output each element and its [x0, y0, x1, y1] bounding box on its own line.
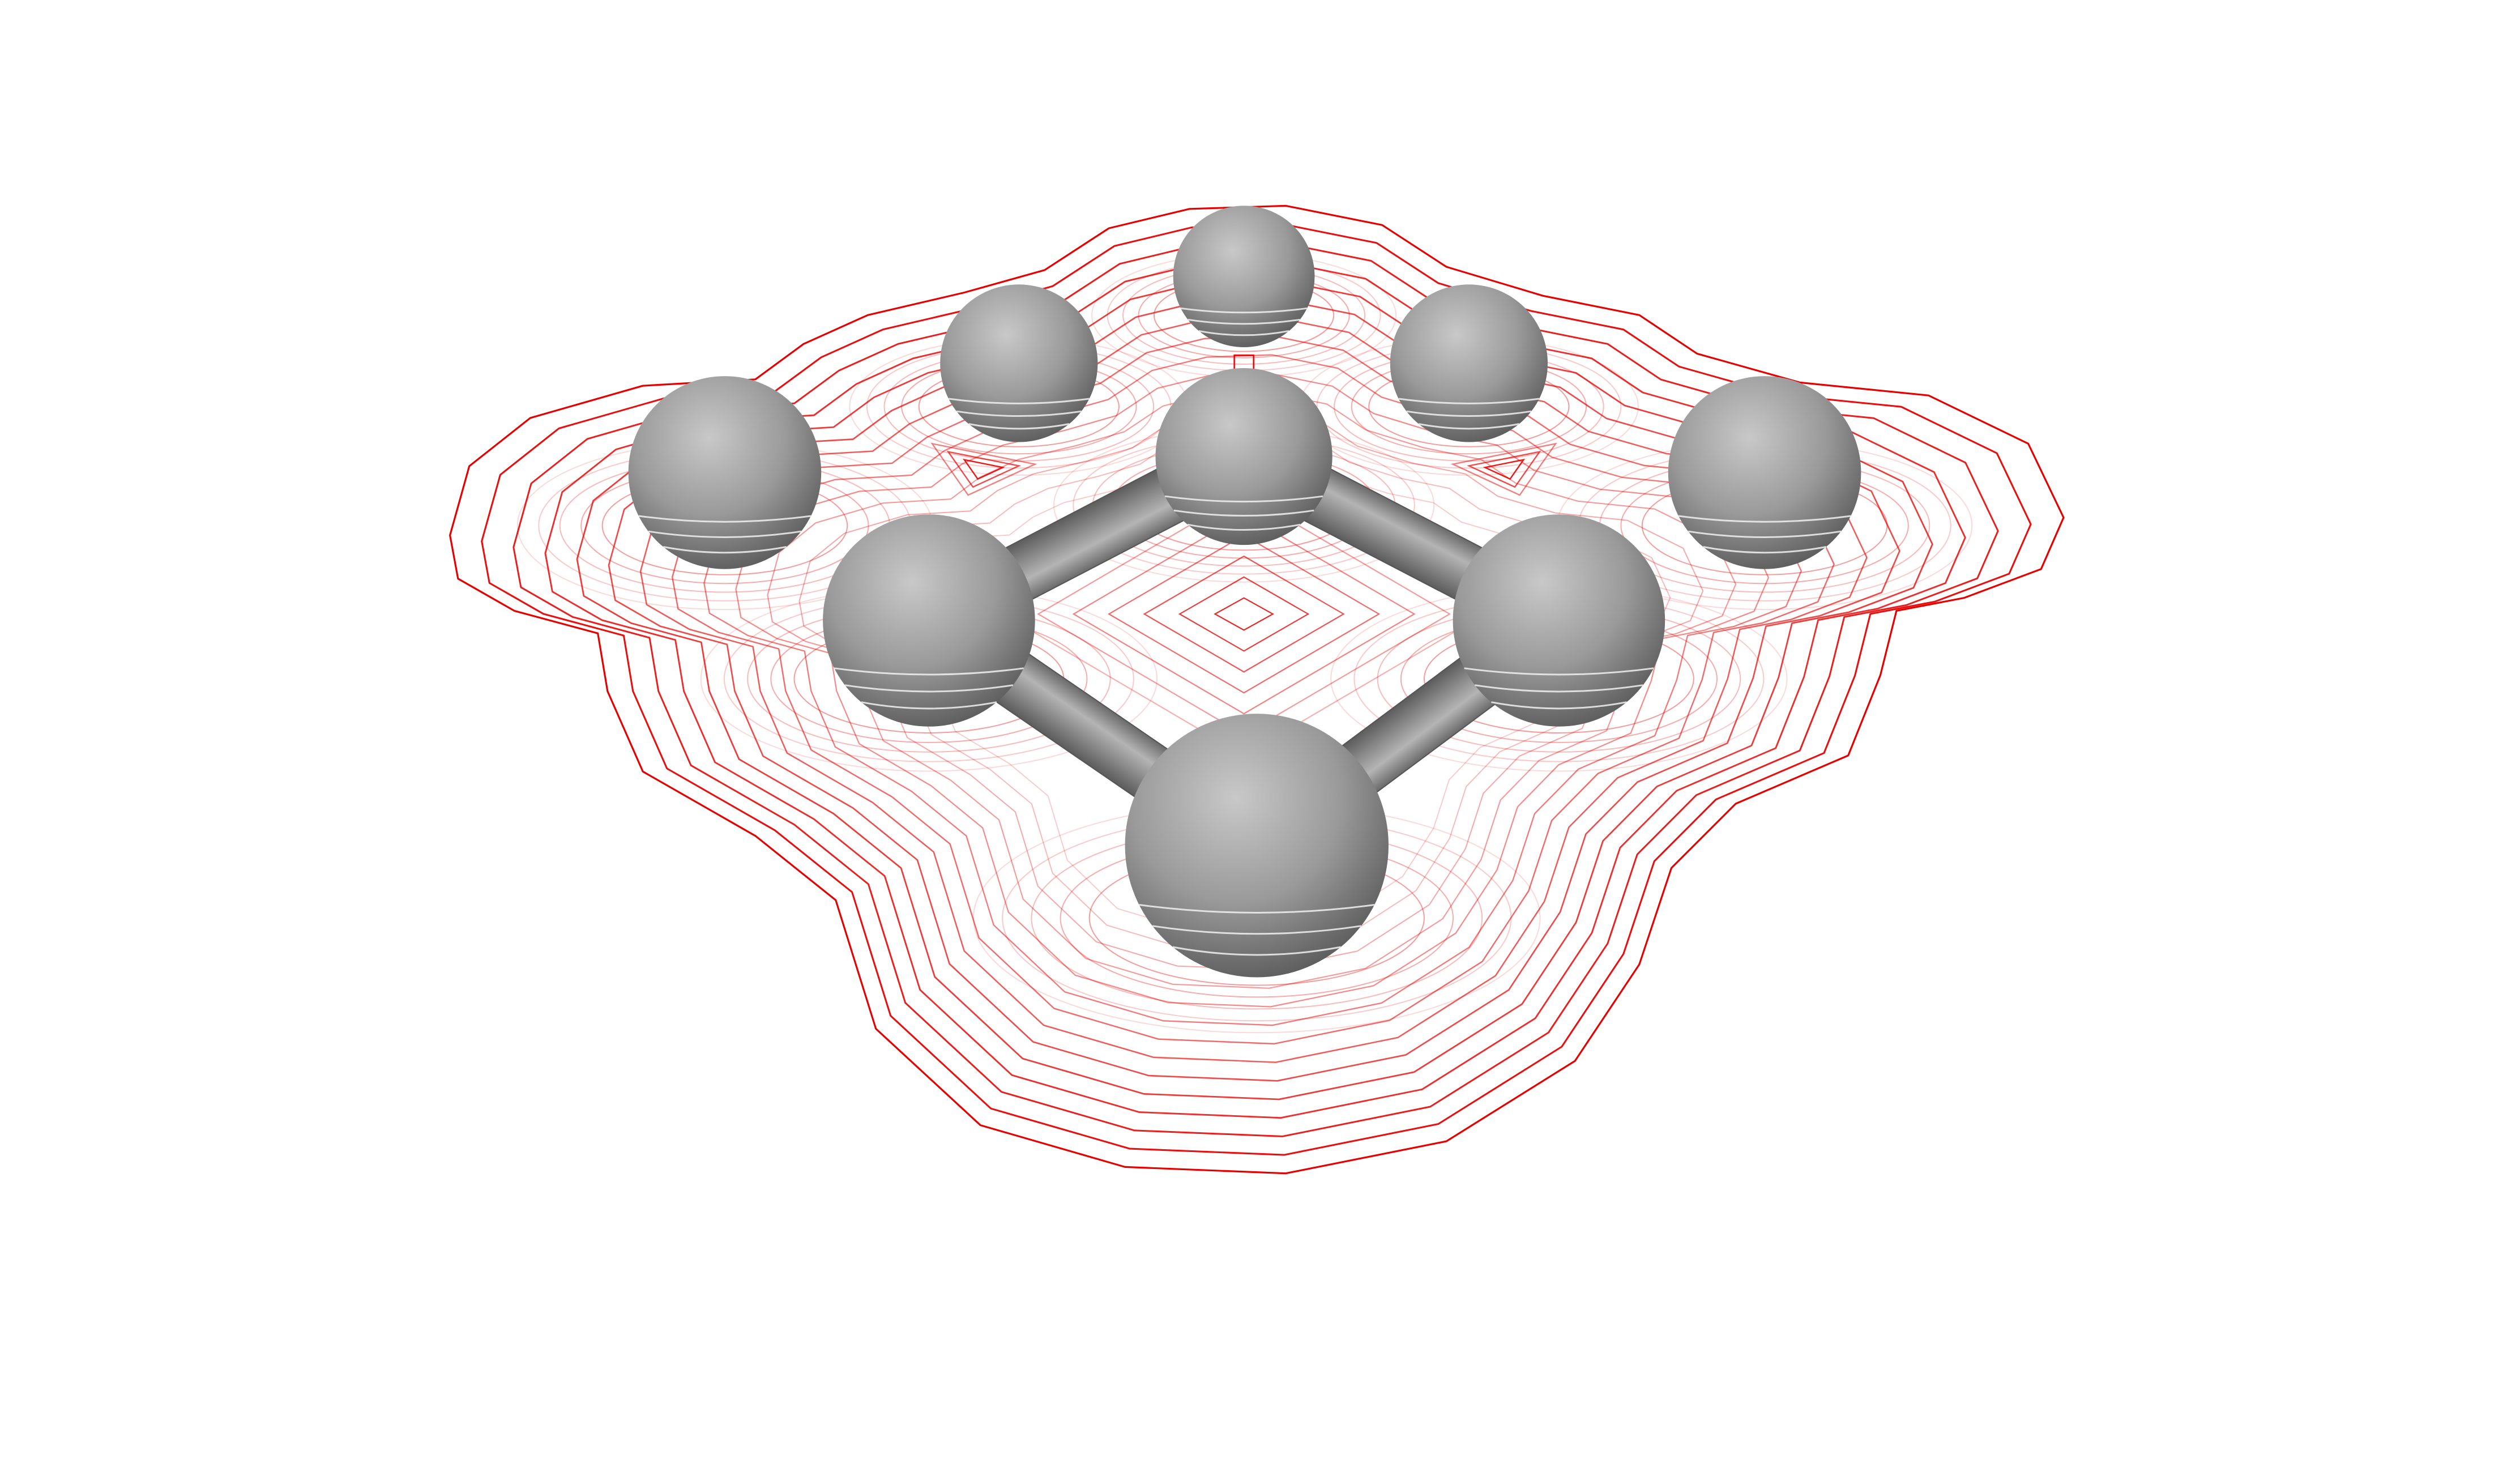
atom-contour-band: [1173, 509, 1314, 517]
inner-contour-diamond: [1214, 597, 1274, 631]
atom-sphere: [940, 284, 1098, 442]
contour-line: [735, 373, 1770, 1008]
inner-contour-diamond: [1072, 513, 1416, 715]
atom-contour-band: [1172, 946, 1342, 956]
atom-ring-left: [823, 514, 1035, 727]
atom-contour-band: [663, 546, 787, 554]
atom-sphere: [1173, 206, 1315, 347]
atom-top: [1173, 206, 1315, 347]
atom-sphere: [628, 376, 822, 569]
inner-contour-diamond: [1143, 555, 1345, 673]
atom-contour-band: [1188, 318, 1300, 325]
atom-contour-band: [861, 701, 997, 710]
atom-contour-band: [1152, 925, 1361, 935]
inner-contour-pocket: [1450, 442, 1557, 496]
atom-contour-band: [1688, 530, 1842, 538]
atom-far-right: [1668, 376, 1861, 569]
atom-contour-band: [1180, 307, 1308, 314]
atom-contour-band: [1418, 423, 1519, 430]
atom-far-left: [628, 376, 822, 569]
inner-contour-diamond: [1108, 534, 1381, 694]
contour-line: [449, 204, 2065, 1175]
atom-contour-band: [1139, 904, 1375, 914]
atoms: [628, 206, 1861, 978]
atom-contour-band: [948, 398, 1090, 404]
atom-sphere: [1390, 284, 1548, 442]
atom-contour-band: [1678, 515, 1851, 523]
atom-ring-back: [1155, 368, 1332, 545]
atom-contour-band: [968, 423, 1070, 430]
atom-sphere: [1155, 368, 1332, 545]
contour-line: [767, 391, 1737, 989]
atom-contour-band: [1164, 495, 1323, 503]
inner-contour-pocket: [930, 442, 1037, 496]
atom-upper-right: [1390, 284, 1548, 442]
atom-contour-band: [648, 530, 802, 538]
atom-contour-band: [956, 410, 1082, 417]
atom-sphere: [1668, 376, 1861, 569]
atom-contour-band: [1464, 667, 1654, 676]
inner-contour-pocket: [1483, 458, 1526, 480]
atom-contour-band: [844, 684, 1014, 693]
atom-contour-band: [1187, 523, 1301, 531]
atom-contour-band: [638, 515, 811, 523]
atom-contour-band: [1198, 330, 1289, 336]
inner-contour-pocket: [963, 458, 1005, 480]
atom-ring-front: [1125, 714, 1389, 978]
atom-contour-band: [1398, 398, 1540, 404]
inner-contour-pocket: [946, 450, 1022, 488]
atom-contour-band: [1491, 701, 1627, 710]
inner-contour-pocket: [1467, 450, 1541, 488]
atom-contour-band: [1406, 410, 1532, 417]
atom-sphere: [1125, 714, 1389, 978]
atom-contour-band: [834, 667, 1024, 676]
atom-contour-band: [1475, 684, 1643, 693]
atom-contour-band: [1703, 546, 1827, 554]
contour-line: [798, 410, 1704, 971]
inner-contour-diamond: [1178, 576, 1310, 652]
atom-sphere: [823, 514, 1035, 727]
atom-ring-right: [1453, 514, 1665, 727]
atom-upper-left: [940, 284, 1098, 442]
atom-sphere: [1453, 514, 1665, 727]
